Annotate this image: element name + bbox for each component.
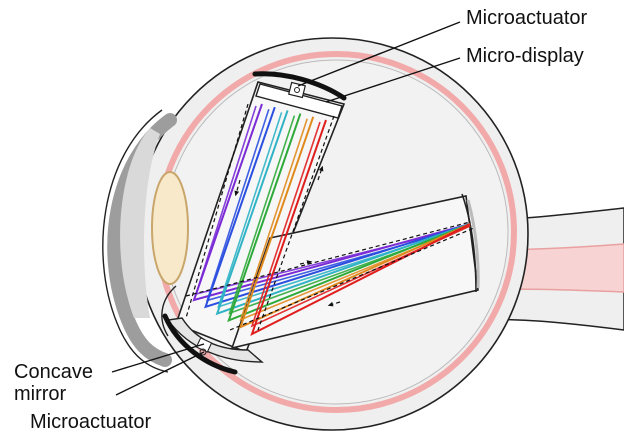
light-ray [250,121,471,328]
microactuator-top-box [288,81,306,99]
light-ray [239,118,471,321]
anterior-chamber [120,128,160,318]
leader-lines [111,21,461,396]
label-microactuator-top: Microactuator [466,7,587,29]
label-concave-line1: Concave [14,361,93,383]
light-ray [250,119,471,337]
mirror-module [230,193,480,350]
label-micro-display: Micro-display [466,45,584,67]
cornea-outline [102,109,169,373]
light-ray [228,115,471,315]
crystalline-lens [151,171,189,285]
dashed-guides [185,103,475,331]
light-ray [238,116,471,330]
light-ray [205,108,471,302]
light-ray [227,113,471,323]
label-concave-line2: mirror [14,383,67,405]
label-microactuator-bottom: Microactuator [30,411,151,433]
concave-mirror [161,285,264,375]
light-ray [217,112,471,309]
